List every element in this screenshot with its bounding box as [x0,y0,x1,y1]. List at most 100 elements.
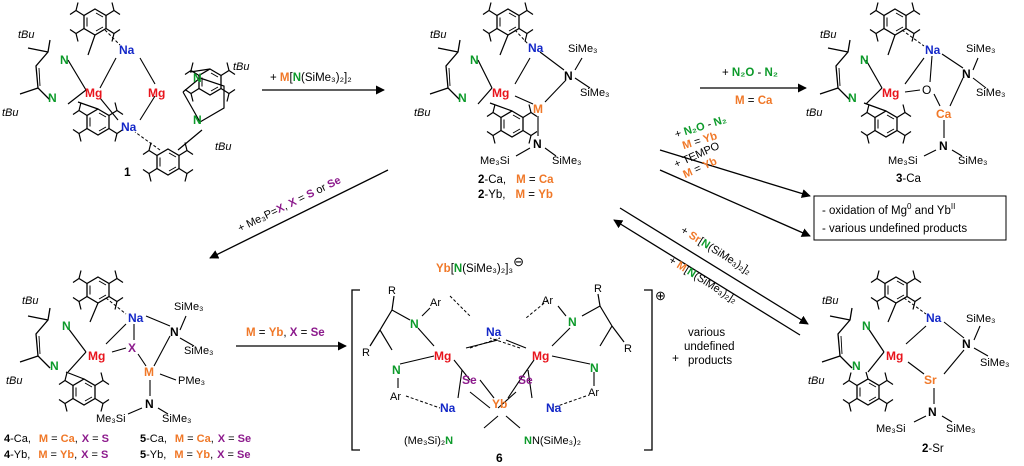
group-sime3: SiMe₃ [184,345,214,357]
reagent-yb-se-label: M = Yb, X = Se [246,327,325,339]
group-tbu: tBu [808,375,825,387]
atom-na: Na [128,311,144,325]
reagent-tempo-m-label: M = Yb [681,155,719,181]
atom-n: N [470,53,479,67]
side-line-2: undefined [684,341,735,353]
group-me3si: Me₃Si [888,155,918,167]
cation-charge: ⊕ [655,288,666,303]
reagent-n2o-label: + N₂O - N₂ [722,67,778,79]
atom-n: N [939,139,948,153]
arrow-tempo [659,169,811,237]
atom-mg: Mg [882,86,899,100]
atom-m: M [144,365,154,379]
arrow-2-to-4 [209,169,389,259]
group-sime3: SiMe₃ [162,413,192,425]
left-bracket [351,289,360,451]
atom-na: Na [925,43,941,57]
atom-n: N [862,319,871,333]
atom-n: N [564,69,573,83]
reagent-phosphine-group: + Me₃P=X, X = S or Se [236,174,343,234]
group-sime3: SiMe₃ [174,301,204,313]
group-r: R [362,347,370,359]
group-tbu: tBu [215,141,232,153]
atom-n: N [590,361,599,375]
arrow-n2o-yb [659,149,811,198]
anion-label: Yb[N(SiMe₃)₂]₃⊖ [436,254,524,275]
group-r: R [594,283,602,295]
group-ar: Ar [542,295,553,307]
atom-mg: Mg [88,349,105,363]
atom-n: N [392,363,401,377]
group-tbu: tBu [822,295,839,307]
group-tbu: tBu [806,107,823,119]
group-me3si2-n: (Me₃Si)₂N [404,435,453,447]
compound-label-5yb: 5-Yb,M = Yb,X = Se [140,449,251,461]
atom-n: N [962,67,971,81]
atom-mg: Mg [434,349,451,363]
box-line-2: - various undefined products [822,223,967,235]
atom-ca: Ca [936,107,952,121]
box-line-1: - oxidation of Mg0 and YbII [822,202,955,217]
side-line-1: various [688,327,725,339]
compound-number-1: 1 [124,165,131,179]
compound-label-4yb: 4-Yb,M = Yb,X = S [4,449,108,461]
group-sime3: SiMe₃ [946,423,976,435]
atom-n: N [410,317,419,331]
side-products: + various undefined products [672,327,735,367]
compound-2: Na Mg M N N N N SiMe₃ SiMe₃ Me₃Si SiMe₃ … [414,1,610,201]
atom-n: N [860,53,869,67]
arrow-2-to-2sr [619,207,809,325]
reagent-m-yb-label: M = Yb [681,130,719,152]
atom-n: N [170,325,179,339]
reagent-n2o-yb-label: + N₂O - N₂ [673,114,728,141]
atom-n: N [848,91,857,105]
atom-mg: Mg [148,86,165,100]
reagent-n2o-yb-group: + N₂O - N₂ M = Yb [673,114,728,152]
group-tbu: tBu [18,29,35,41]
group-sime3: SiMe₃ [980,357,1010,369]
atom-se: Se [462,373,477,387]
compound-label-2ca: 2-Ca,M = Ca [478,174,554,186]
atom-na: Na [440,401,456,415]
atom-yb: Yb [492,397,507,411]
compound-number-6: 6 [496,451,503,465]
group-me3si: Me₃Si [96,413,126,425]
atom-na: Na [486,325,502,339]
group-r: R [624,343,632,355]
atom-n: N [193,71,202,85]
group-sime3: SiMe₃ [966,313,996,325]
group-ar: Ar [390,391,401,403]
arrow-2sr-to-2 [613,219,801,336]
group-sime3: SiMe₃ [966,43,996,55]
atom-m: M [533,102,543,116]
compound-label-5ca: 5-Ca,M = Ca,X = Se [140,433,251,445]
oxidation-box: - oxidation of Mg0 and YbII - various un… [813,195,1007,241]
atom-n: N [533,137,542,151]
atom-na: Na [121,120,137,134]
atom-o: O [922,83,931,97]
group-sime3: SiMe₃ [976,87,1006,99]
group-tbu: tBu [414,107,431,119]
group-tbu: tBu [6,375,23,387]
group-tbu: tBu [430,29,447,41]
atom-n: N [48,91,57,105]
atom-mg: Mg [492,86,509,100]
group-ar: Ar [430,297,441,309]
atom-mg: Mg [85,86,102,100]
right-bracket [644,289,653,451]
compound-label-3ca: 3-Ca [896,173,922,185]
atom-se: Se [518,373,533,387]
atom-n: N [60,53,69,67]
atom-sr: Sr [924,373,937,387]
reagent-m-amide-label: + M[N(SiMe₃)₂]₂ [270,72,352,84]
atom-n: N [962,337,971,351]
atom-n: N [568,315,577,329]
reagent-phosphine-label: + Me₃P=X, X = S or Se [236,174,343,234]
group-sime3: SiMe₃ [580,87,610,99]
compound-4-5: Na Mg X M N N N N SiMe₃ SiMe₃ PMe₃ Me₃Si… [4,269,251,461]
group-sime3: SiMe₃ [568,43,598,55]
atom-n: N [928,405,937,419]
side-plus: + [672,351,679,365]
compound-label-2sr: 2-Sr [922,443,944,455]
